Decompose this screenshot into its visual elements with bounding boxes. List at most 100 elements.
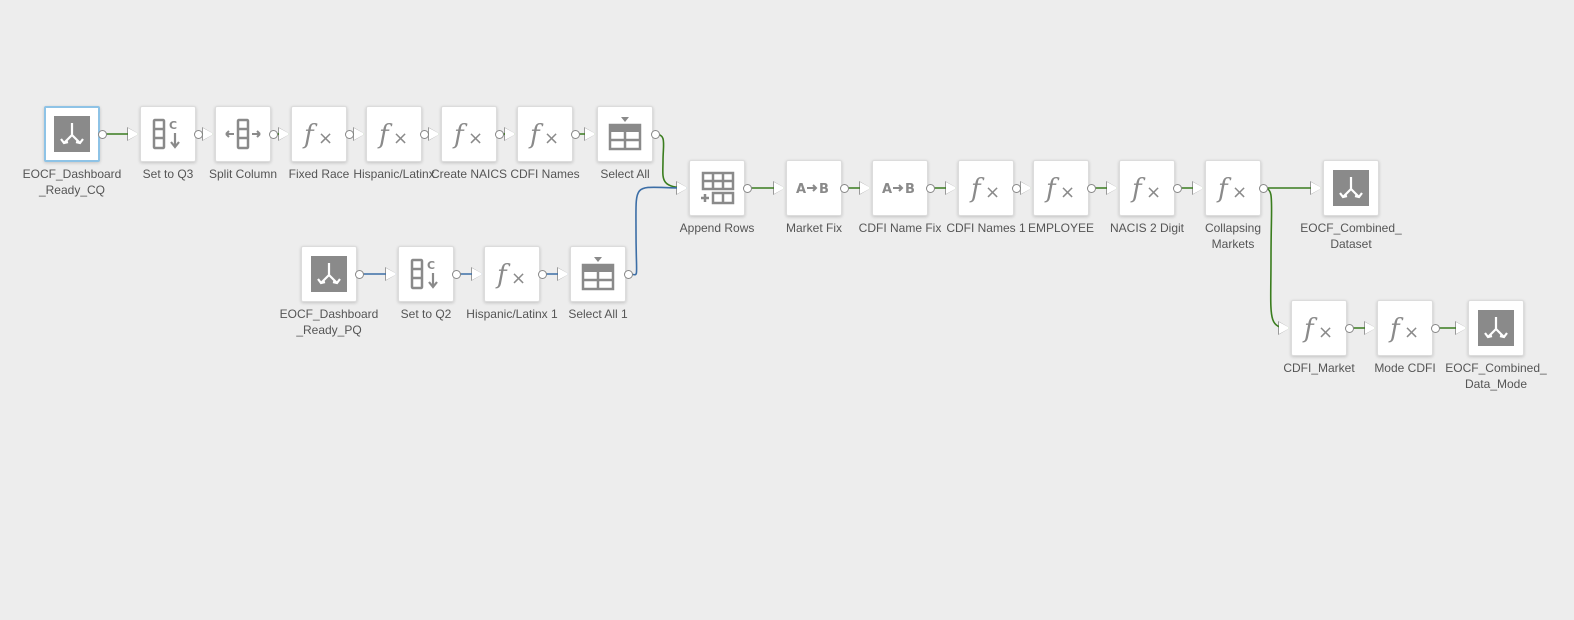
output-port[interactable] (345, 129, 354, 139)
tool-node[interactable]: f× (484, 246, 540, 302)
input-port[interactable] (471, 267, 483, 281)
input-port[interactable] (1455, 321, 1467, 335)
input-port[interactable] (945, 181, 957, 195)
svg-text:×: × (985, 182, 1000, 203)
tool-node[interactable]: f× (1119, 160, 1175, 216)
svg-text:f: f (1130, 174, 1146, 204)
output-port[interactable] (1431, 323, 1440, 333)
output-port[interactable] (194, 129, 203, 139)
formula-icon: f× (492, 254, 532, 294)
input-port[interactable] (504, 127, 516, 141)
tool-node[interactable] (301, 246, 357, 302)
svg-text:f: f (377, 120, 393, 150)
input-port[interactable] (428, 127, 440, 141)
tool-node[interactable] (1323, 160, 1379, 216)
connection-line[interactable] (627, 186, 688, 276)
svg-text:×: × (1318, 322, 1333, 343)
input-port[interactable] (773, 181, 785, 195)
tool-node[interactable]: f× (1377, 300, 1433, 356)
connection-line[interactable] (654, 133, 688, 189)
tool-node-label: EOCF_Combined_ Dataset (1300, 221, 1402, 251)
formula-column-icon: C (148, 114, 188, 154)
input-port[interactable] (353, 127, 365, 141)
formula-icon: f× (1213, 168, 1253, 208)
select-icon (605, 114, 645, 154)
input-port[interactable] (584, 127, 596, 141)
input-port[interactable] (127, 127, 139, 141)
output-port[interactable] (420, 129, 429, 139)
tool-node[interactable]: f× (958, 160, 1014, 216)
svg-text:×: × (393, 128, 408, 149)
output-port[interactable] (269, 129, 278, 139)
tool-node[interactable]: f× (517, 106, 573, 162)
tool-node-label: Mode CDFI (1374, 361, 1436, 375)
svg-text:×: × (511, 268, 526, 289)
output-port[interactable] (926, 183, 935, 193)
input-port[interactable] (385, 267, 397, 281)
input-port[interactable] (1310, 181, 1322, 195)
svg-text:f: f (495, 260, 511, 290)
tool-node[interactable] (570, 246, 626, 302)
svg-text:f: f (1302, 314, 1318, 344)
output-port[interactable] (743, 183, 752, 193)
tool-node[interactable]: C (140, 106, 196, 162)
input-port[interactable] (202, 127, 214, 141)
output-port[interactable] (1345, 323, 1354, 333)
input-port[interactable] (859, 181, 871, 195)
input-port[interactable] (1192, 181, 1204, 195)
tool-node[interactable]: f× (291, 106, 347, 162)
output-port[interactable] (571, 129, 580, 139)
tool-node-label: Create NAICS (430, 167, 508, 181)
output-port[interactable] (1012, 183, 1021, 193)
svg-text:C: C (427, 259, 435, 272)
svg-text:×: × (544, 128, 559, 149)
tool-node[interactable]: f× (1033, 160, 1089, 216)
svg-text:f: f (969, 174, 985, 204)
formula-icon: f× (1041, 168, 1081, 208)
svg-text:A: A (882, 182, 892, 197)
tool-node[interactable] (44, 106, 100, 162)
formula-icon: f× (1385, 308, 1425, 348)
input-port[interactable] (1106, 181, 1118, 195)
input-port[interactable] (278, 127, 290, 141)
tool-node[interactable] (597, 106, 653, 162)
output-port[interactable] (355, 269, 364, 279)
tool-node[interactable] (1468, 300, 1524, 356)
tool-node-label: CDFI_Market (1283, 361, 1355, 375)
tool-node-label: CDFI Name Fix (858, 221, 942, 235)
tool-node[interactable]: f× (366, 106, 422, 162)
input-icon (309, 254, 349, 294)
output-port[interactable] (624, 269, 633, 279)
output-port[interactable] (1173, 183, 1182, 193)
formula-icon: f× (374, 114, 414, 154)
input-port[interactable] (676, 181, 688, 195)
formula-icon: f× (966, 168, 1006, 208)
tool-node[interactable]: f× (1205, 160, 1261, 216)
tool-node[interactable] (215, 106, 271, 162)
output-port[interactable] (98, 129, 107, 139)
tool-node-label: EOCF_Dashboard _Ready_PQ (279, 307, 379, 337)
tool-node[interactable]: C (398, 246, 454, 302)
split-column-icon (223, 114, 263, 154)
tool-node[interactable]: f× (1291, 300, 1347, 356)
input-port[interactable] (1278, 321, 1290, 335)
output-port[interactable] (452, 269, 461, 279)
output-port[interactable] (651, 129, 660, 139)
output-port[interactable] (538, 269, 547, 279)
input-port[interactable] (1364, 321, 1376, 335)
svg-text:f: f (1044, 174, 1060, 204)
input-port[interactable] (1020, 181, 1032, 195)
tool-node[interactable]: f× (441, 106, 497, 162)
output-port[interactable] (1259, 183, 1268, 193)
input-port[interactable] (557, 267, 569, 281)
connection-line[interactable] (1262, 187, 1290, 329)
output-port[interactable] (1087, 183, 1096, 193)
tool-node[interactable] (689, 160, 745, 216)
output-port[interactable] (840, 183, 849, 193)
output-port[interactable] (495, 129, 504, 139)
svg-text:×: × (1232, 182, 1247, 203)
